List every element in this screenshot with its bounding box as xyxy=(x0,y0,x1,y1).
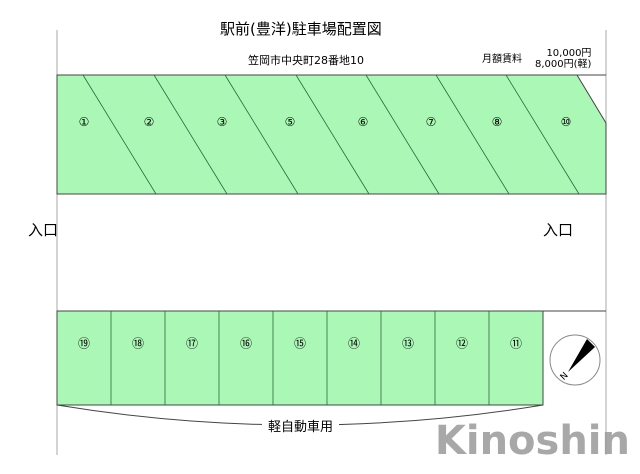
parking-space-number: ⑪ xyxy=(509,336,523,351)
fee-values: 10,000円 8,000円(軽) xyxy=(535,48,591,70)
parking-space-number: ③ xyxy=(216,115,228,129)
fee-label: 月額賃料 xyxy=(482,54,522,65)
entrance-left: 入口 xyxy=(28,221,59,239)
parking-space-number: ⑭ xyxy=(347,336,361,351)
entrance-right: 入口 xyxy=(543,221,574,239)
bottom-parking-row xyxy=(56,310,544,406)
parking-space-number: ⑰ xyxy=(185,336,199,351)
watermark: Kinoshin xyxy=(434,418,630,464)
parking-space-number: ⑦ xyxy=(425,115,437,129)
parking-space-number: ⑤ xyxy=(284,115,296,129)
space-divider xyxy=(435,74,510,195)
parking-space-number: ⑫ xyxy=(455,336,469,351)
top-parking-row xyxy=(56,74,607,195)
fee-regular: 10,000円 xyxy=(546,48,592,59)
parking-space-number: ⑯ xyxy=(239,336,253,351)
space-divider xyxy=(82,74,157,195)
parking-space-number: ⑮ xyxy=(293,336,307,351)
kei-label: 軽自動車用 xyxy=(262,416,340,435)
parking-space-number: ⑥ xyxy=(357,115,369,129)
page-title: 駅前(豊洋)駐車場配置図 xyxy=(220,20,382,38)
parking-space-number: ② xyxy=(143,115,155,129)
address: 笠岡市中央町28番地10 xyxy=(248,54,364,67)
fee-kei: 8,000円(軽) xyxy=(535,59,592,70)
space-divider xyxy=(224,74,299,195)
parking-space-number: ⑧ xyxy=(491,115,503,129)
parking-space-number: ⑬ xyxy=(401,336,415,351)
space-divider xyxy=(365,74,440,195)
svg-text:N: N xyxy=(559,371,571,383)
space-divider xyxy=(295,74,370,195)
space-divider xyxy=(153,74,228,195)
parking-space-number: ① xyxy=(78,115,90,129)
parking-space-number: ⑲ xyxy=(77,336,91,351)
compass-icon: N xyxy=(549,334,601,386)
space-divider xyxy=(505,74,580,195)
parking-space-number: ⑩ xyxy=(560,115,572,129)
parking-space-number: ⑱ xyxy=(131,336,145,351)
